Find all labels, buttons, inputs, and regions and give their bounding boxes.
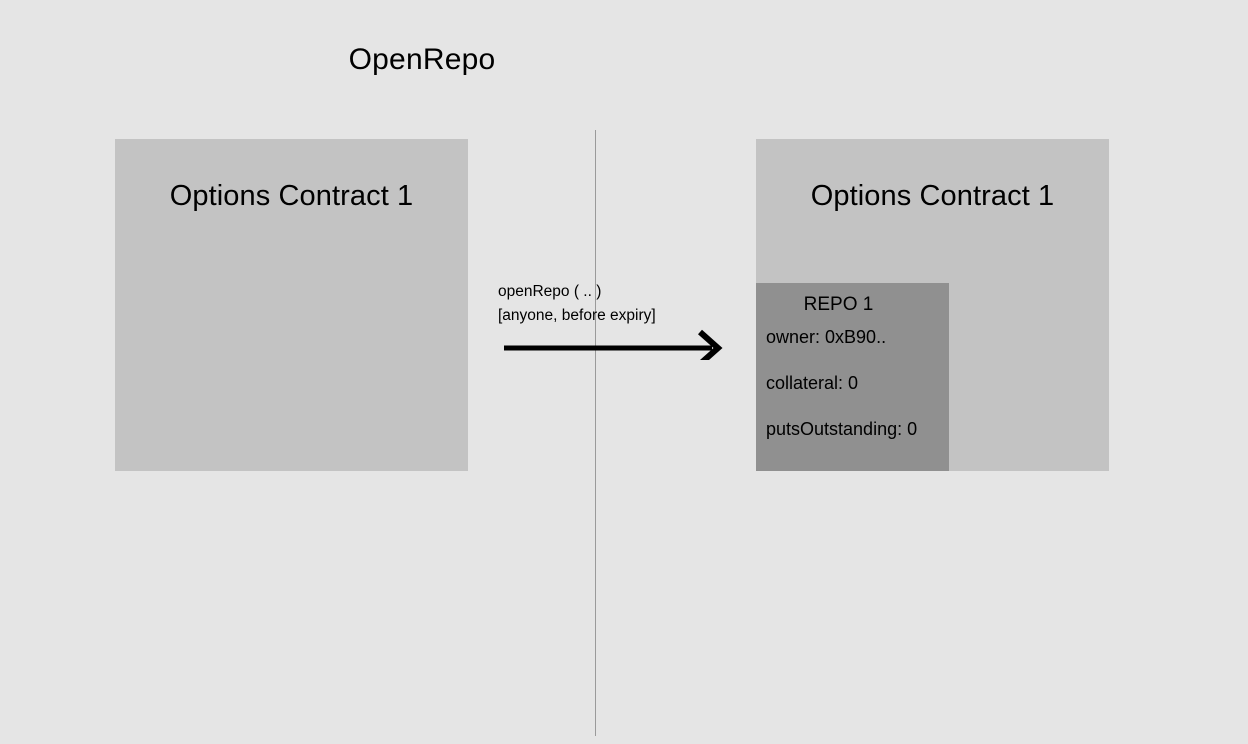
repo-title: REPO 1: [803, 294, 874, 315]
options-contract-box-before[interactable]: Options Contract 1: [115, 139, 468, 471]
repo-field-list: owner: 0xB90.. collateral: 0 putsOutstan…: [766, 326, 949, 464]
repo-field-owner: owner: 0xB90..: [766, 327, 887, 347]
contract-title-after: Options Contract 1: [810, 180, 1055, 212]
contract-title-before: Options Contract 1: [169, 180, 414, 212]
transition-call-label: openRepo ( .. ): [498, 283, 602, 300]
arrow-right-icon: [504, 329, 723, 360]
options-contract-box-after[interactable]: Options Contract 1 REPO 1 owner: 0xB90..…: [756, 139, 1109, 471]
repo-field-putsoutstanding: putsOutstanding: 0: [766, 419, 918, 439]
transition-group: openRepo ( .. ) [anyone, before expiry]: [498, 280, 728, 360]
transition-constraint-label: [anyone, before expiry]: [498, 307, 656, 324]
transition-label: openRepo ( .. ) [anyone, before expiry]: [498, 280, 656, 328]
repo-struct-box[interactable]: REPO 1 owner: 0xB90.. collateral: 0 puts…: [756, 283, 949, 471]
state-divider-line: [595, 130, 596, 736]
page-title: OpenRepo: [348, 43, 496, 76]
repo-field-collateral: collateral: 0: [766, 373, 859, 393]
